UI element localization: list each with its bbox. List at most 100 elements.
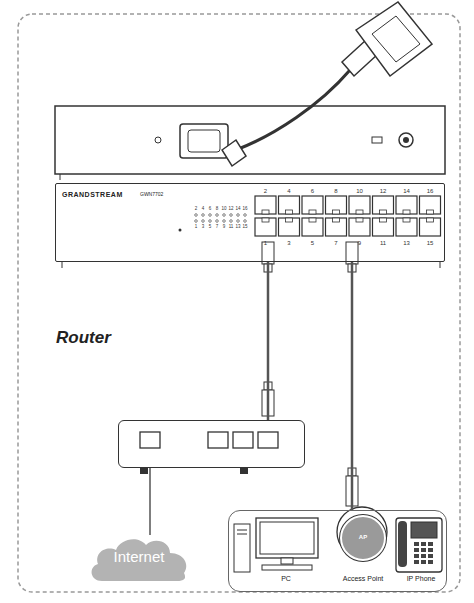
phone-key	[414, 542, 419, 546]
phone-key	[421, 560, 426, 564]
phone-key	[414, 554, 419, 558]
model-number: GWN7702	[140, 192, 163, 198]
wall-plug	[356, 2, 432, 76]
phone-keypad	[414, 542, 433, 564]
pc-screen	[260, 522, 314, 554]
phone-key	[414, 548, 419, 552]
phone-key	[414, 560, 419, 564]
phone-key	[421, 542, 426, 546]
rj45-port	[373, 218, 394, 236]
led	[230, 220, 233, 223]
network-cable	[267, 262, 270, 420]
led	[223, 214, 226, 217]
port-number: 14	[397, 188, 417, 194]
phone-key	[421, 554, 426, 558]
rj45-port	[279, 196, 300, 214]
port-number: 13	[397, 240, 417, 246]
rj45-port	[420, 196, 441, 214]
led	[202, 220, 205, 223]
power-cord	[236, 70, 350, 150]
port-number: 16	[420, 188, 440, 194]
phone-screen	[411, 522, 437, 538]
rj45-boot	[348, 468, 356, 476]
rj45-plug	[346, 242, 358, 264]
port-number: 3	[279, 240, 299, 246]
led	[244, 214, 247, 217]
led	[202, 214, 205, 217]
rj45-port	[255, 218, 276, 236]
led-group	[195, 214, 247, 223]
rj45-plug	[262, 242, 274, 264]
pc-stand	[281, 558, 293, 564]
rj45-plug	[346, 476, 358, 506]
pc-drive	[237, 530, 247, 531]
network-cable	[351, 262, 354, 510]
led	[209, 214, 212, 217]
port-number: 7	[326, 240, 346, 246]
device-group: PCAccess PointIP PhoneAP	[228, 510, 447, 592]
device-heading: Router	[56, 329, 111, 348]
rj45-boot	[264, 382, 272, 390]
vent	[372, 137, 382, 143]
rj45-port	[349, 196, 370, 214]
port-number: 5	[303, 240, 323, 246]
node-label: AP	[342, 534, 384, 541]
port-number: 11	[373, 240, 393, 246]
led	[223, 220, 226, 223]
access-point: AP	[340, 515, 386, 561]
port-latch	[309, 210, 316, 214]
lan-port	[208, 432, 228, 448]
pc-tower	[234, 524, 250, 572]
port-latch	[380, 218, 387, 222]
wall-plug-face	[372, 16, 420, 62]
phone-key	[428, 554, 433, 558]
port-number: 2	[256, 188, 276, 194]
port-latch	[356, 210, 363, 214]
led	[216, 220, 219, 223]
switch-foot	[440, 262, 441, 268]
rj45-port	[420, 218, 441, 236]
router-foot	[240, 468, 248, 474]
node-label: PC	[266, 575, 306, 583]
rj45-boot	[264, 264, 272, 272]
port-latch	[427, 210, 434, 214]
node-label: IP Phone	[396, 575, 446, 583]
port-latch	[286, 210, 293, 214]
led	[195, 220, 198, 223]
rj45-port	[255, 196, 276, 214]
port-number: 12	[373, 188, 393, 194]
port-number: 9	[350, 240, 370, 246]
rj45-plug	[262, 390, 274, 416]
ground-screw-center	[403, 137, 409, 143]
rj45-port	[349, 218, 370, 236]
rj45-port	[396, 196, 417, 214]
port-group	[255, 196, 441, 236]
switch-foot	[60, 174, 61, 180]
port-number: 6	[303, 188, 323, 194]
phone-body	[396, 518, 442, 572]
rj45-boot	[348, 264, 356, 272]
rj45-port	[302, 196, 323, 214]
port-latch	[403, 218, 410, 222]
switch-front-panel: GRANDSTREAMGWN7702	[55, 183, 445, 262]
power-socket-inner	[188, 130, 220, 152]
dashed-frame	[18, 14, 460, 592]
port-latch	[380, 210, 387, 214]
port-latch	[427, 218, 434, 222]
port-latch	[286, 218, 293, 222]
phone-key	[421, 548, 426, 552]
led	[195, 214, 198, 217]
led	[209, 220, 212, 223]
port-latch	[333, 218, 340, 222]
rj45-port	[373, 196, 394, 214]
lan-port	[258, 432, 278, 448]
led	[237, 220, 240, 223]
internet-cloud: Internet	[88, 535, 190, 583]
led	[216, 214, 219, 217]
port-latch	[262, 218, 269, 222]
pc-monitor	[256, 518, 318, 558]
node-label: Internet	[88, 549, 190, 566]
